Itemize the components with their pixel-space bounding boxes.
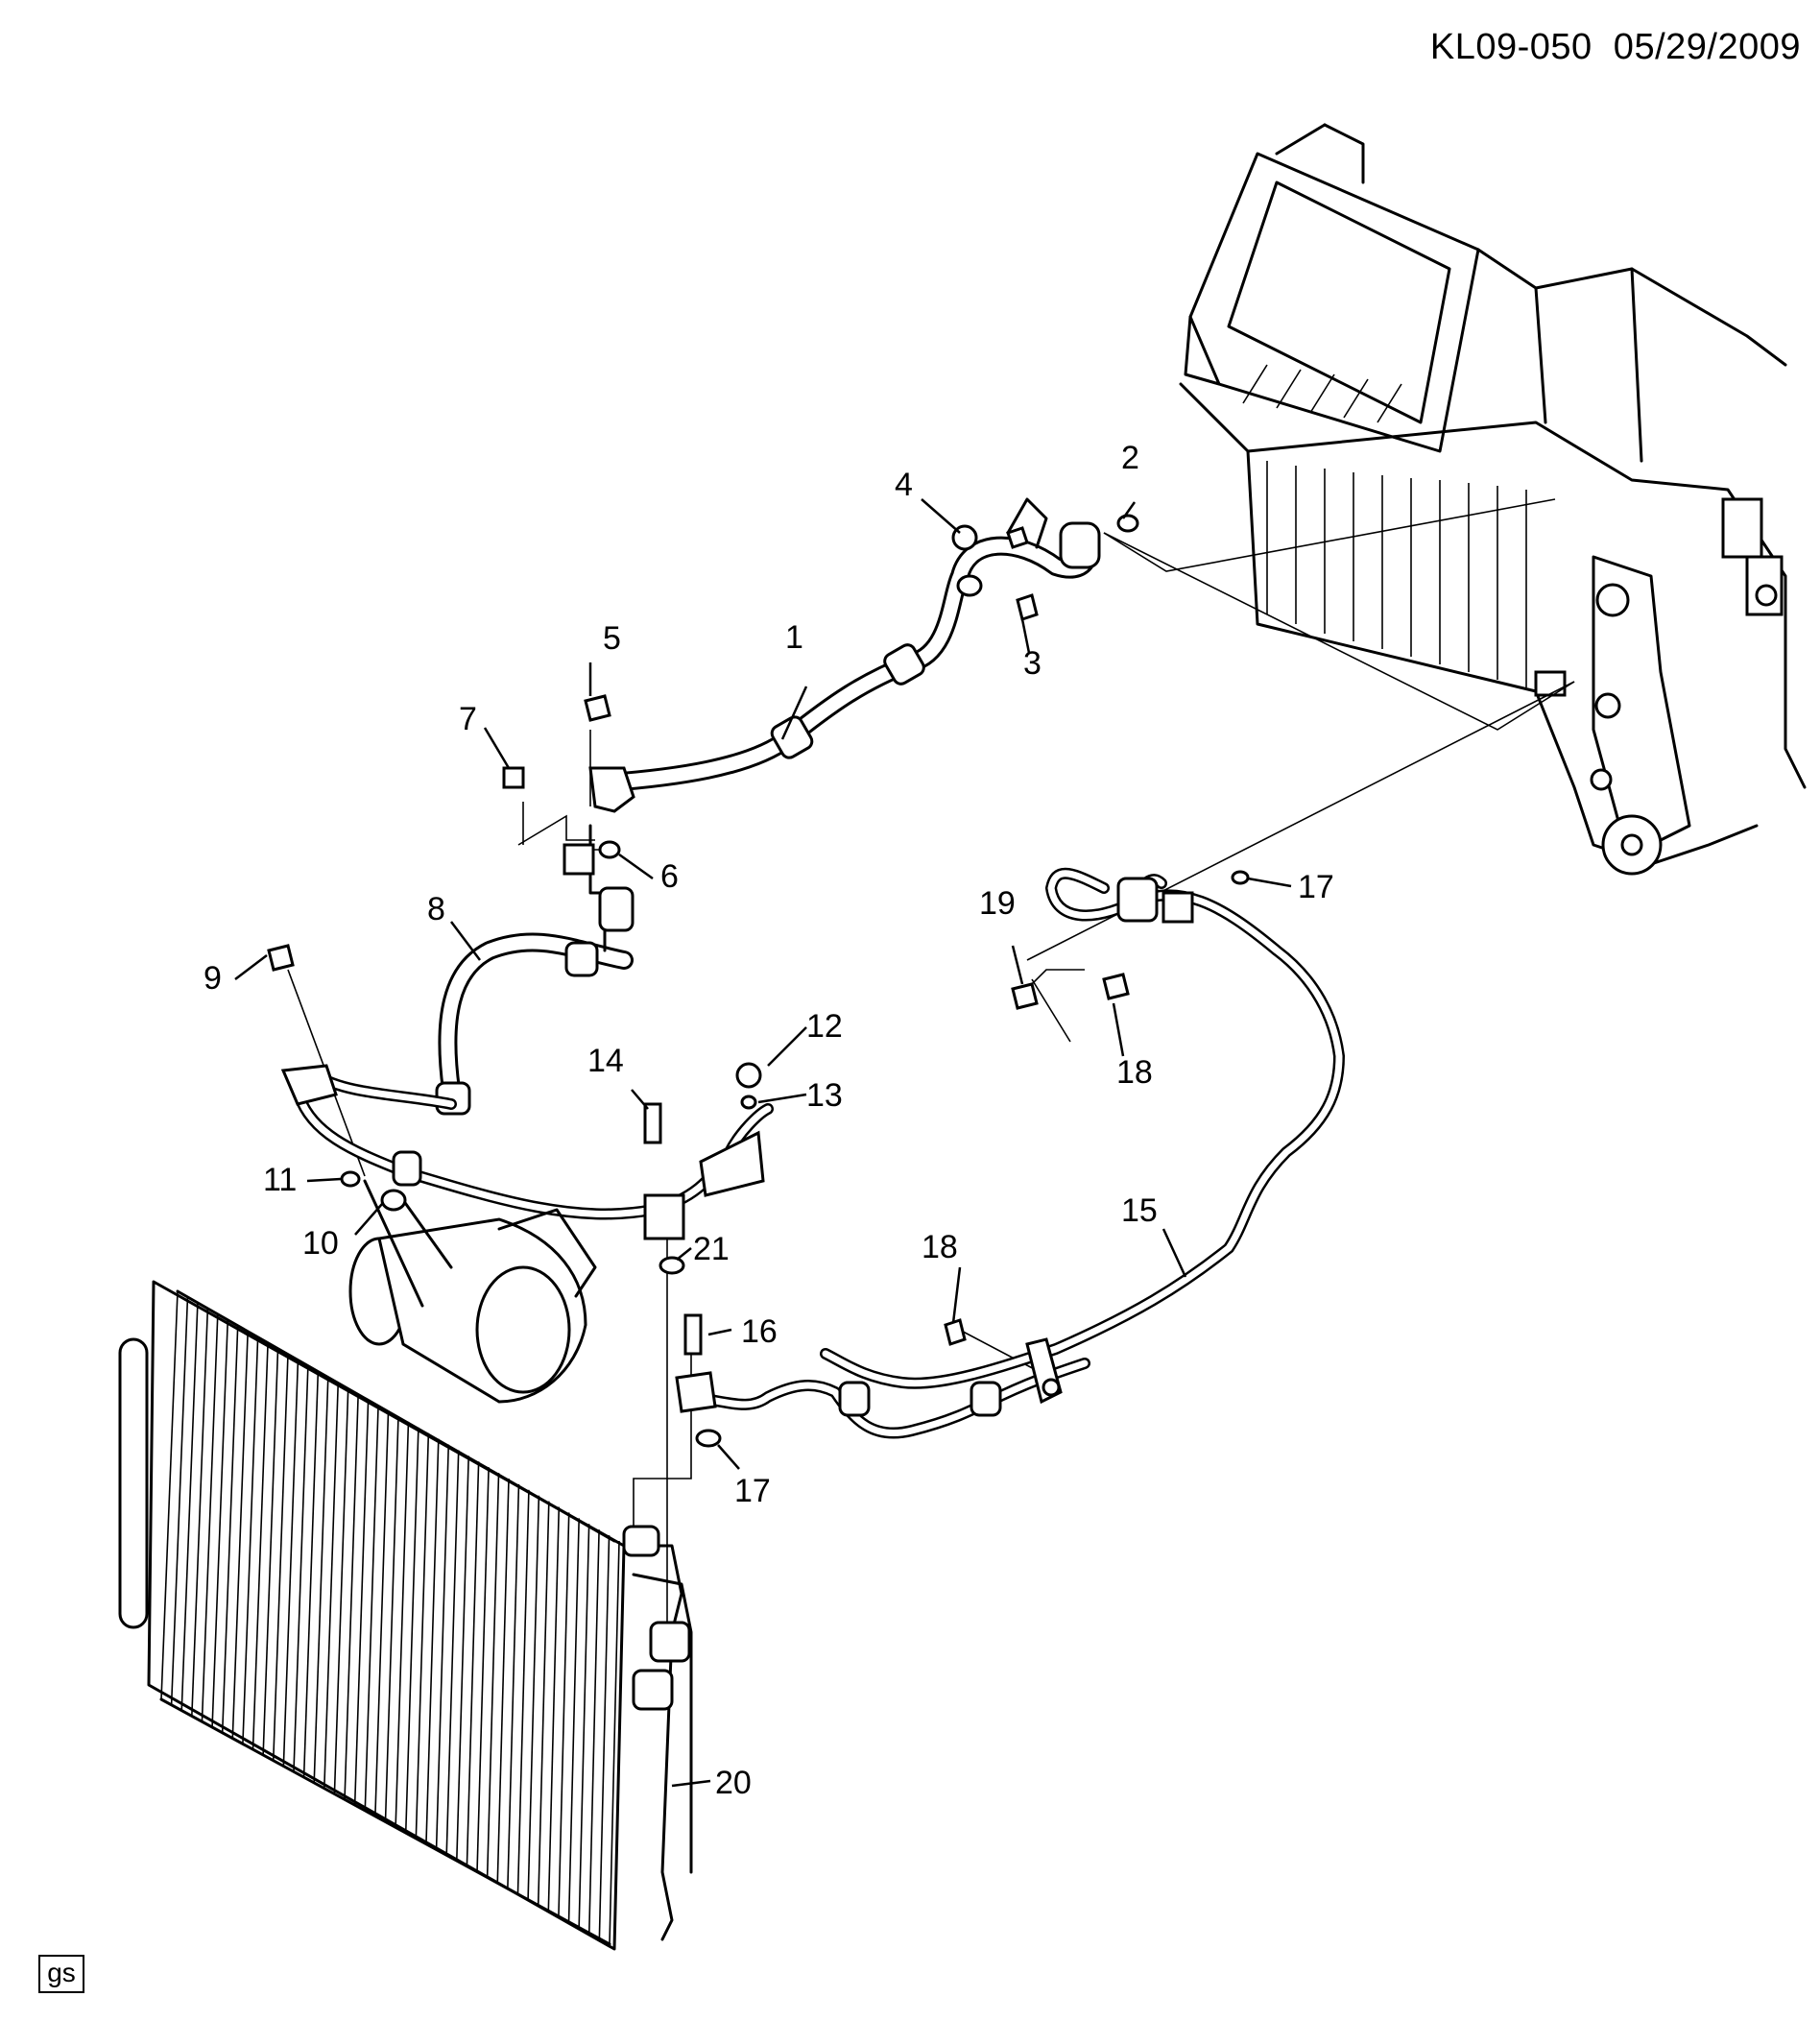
condenser-fin [537,1501,550,1906]
callout-1: 1 [785,619,803,656]
callout-19: 19 [979,885,1016,922]
condenser-fin [251,1342,269,1750]
condenser-fin [170,1296,189,1705]
condenser-fin [374,1410,390,1816]
condenser-fin [231,1331,249,1739]
condenser-fin [262,1348,279,1755]
hose-8 [435,824,635,1116]
condenser-fin [496,1478,510,1884]
condenser-fin [282,1359,299,1767]
ac-compressor [348,1179,597,1404]
condenser-fin [516,1489,530,1894]
condenser-fin [435,1444,450,1850]
condenser [118,1280,693,1951]
callout-8: 8 [427,891,445,927]
condenser-fin [507,1483,520,1889]
condenser-fin [558,1512,570,1917]
callout-16: 16 [741,1313,778,1350]
callout-20: 20 [715,1765,752,1801]
hvac-module [1179,123,1807,876]
condenser-fin [180,1302,199,1711]
callout-labels: 1 2 3 4 5 6 7 8 9 10 11 12 13 14 15 16 1… [204,440,1334,1801]
condenser-fin [455,1456,469,1862]
callout-13: 13 [806,1077,843,1114]
condenser-fin [527,1495,540,1900]
condenser-fin [242,1336,259,1744]
callout-17-lower: 17 [734,1473,771,1509]
hose-1 [588,497,1101,813]
callout-5: 5 [603,620,621,657]
condenser-fin [609,1540,620,1945]
compressor-line [280,1064,774,1240]
condenser-fin [486,1473,500,1878]
condenser-fin [323,1382,340,1789]
fasteners [267,514,1250,1448]
callout-3: 3 [1023,645,1042,682]
line-15 [675,867,1345,1439]
callout-12: 12 [806,1008,843,1045]
callout-21: 21 [693,1231,730,1267]
condenser-fin [445,1450,460,1856]
condenser-fin [201,1313,219,1722]
condenser-fin [272,1353,289,1761]
condenser-fin [395,1421,410,1828]
callout-15: 15 [1121,1192,1158,1229]
gs-badge: gs [38,1955,84,1993]
condenser-fin [302,1370,320,1778]
condenser-fin [364,1405,379,1811]
callout-7: 7 [459,701,477,737]
condenser-fin [353,1399,370,1806]
callout-10: 10 [302,1225,339,1262]
callout-18-lower: 18 [922,1229,958,1265]
condenser-fin [221,1325,239,1733]
condenser-fin [567,1518,580,1922]
condenser-fin [476,1467,490,1872]
condenser-fin [466,1461,480,1866]
callout-18-upper: 18 [1116,1054,1153,1091]
callout-14: 14 [587,1043,624,1079]
callout-6: 6 [660,858,679,895]
diagram-id-label: KL09-050 05/29/2009 [1429,27,1801,67]
condenser-fin [415,1432,430,1839]
callout-17-upper: 17 [1298,869,1334,905]
condenser-fin [547,1506,561,1912]
condenser-fin [587,1529,600,1934]
condenser-fin [333,1387,349,1794]
condenser-fin [313,1376,329,1783]
condenser-fin [191,1308,209,1717]
condenser-fin [344,1393,359,1800]
condenser-fin [384,1415,399,1822]
callout-2: 2 [1121,440,1139,476]
condenser-fin [160,1290,179,1700]
reference-lines [287,498,1575,1651]
callout-4: 4 [895,467,913,503]
condenser-fin [578,1524,590,1928]
condenser-fin [425,1438,440,1844]
callout-9: 9 [204,960,222,997]
condenser-fin [293,1364,309,1772]
condenser-fin [598,1535,611,1939]
condenser-fin [404,1427,419,1834]
condenser-fin [211,1319,229,1728]
callout-11: 11 [263,1162,297,1198]
callout-leaders [234,498,1292,1788]
